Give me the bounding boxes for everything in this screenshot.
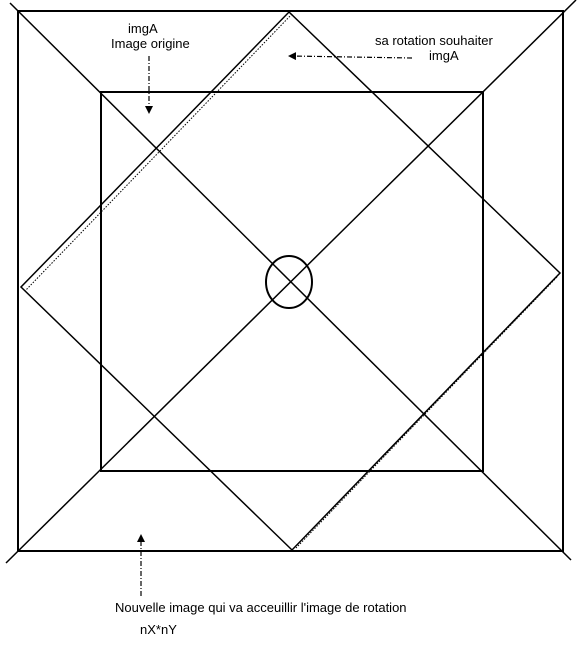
arrow-rotation-label	[288, 52, 413, 61]
rotation-caption-label: sa rotation souhaiter	[375, 33, 493, 48]
new-image-caption-label: Nouvelle image qui va acceuillir l'image…	[115, 600, 407, 615]
original-image-name-label: imgA	[128, 21, 158, 36]
new-image-size-label: nX*nY	[140, 622, 177, 637]
original-image-rect	[100, 91, 484, 472]
rotated-edge-dotted-1	[24, 13, 293, 292]
original-image-caption-label: Image origine	[111, 36, 190, 51]
rotation-name-label: imgA	[429, 48, 459, 63]
new-image-canvas-rect	[17, 10, 564, 552]
rotated-image-diamond	[19, 10, 562, 552]
rotation-center-circle	[265, 255, 313, 309]
